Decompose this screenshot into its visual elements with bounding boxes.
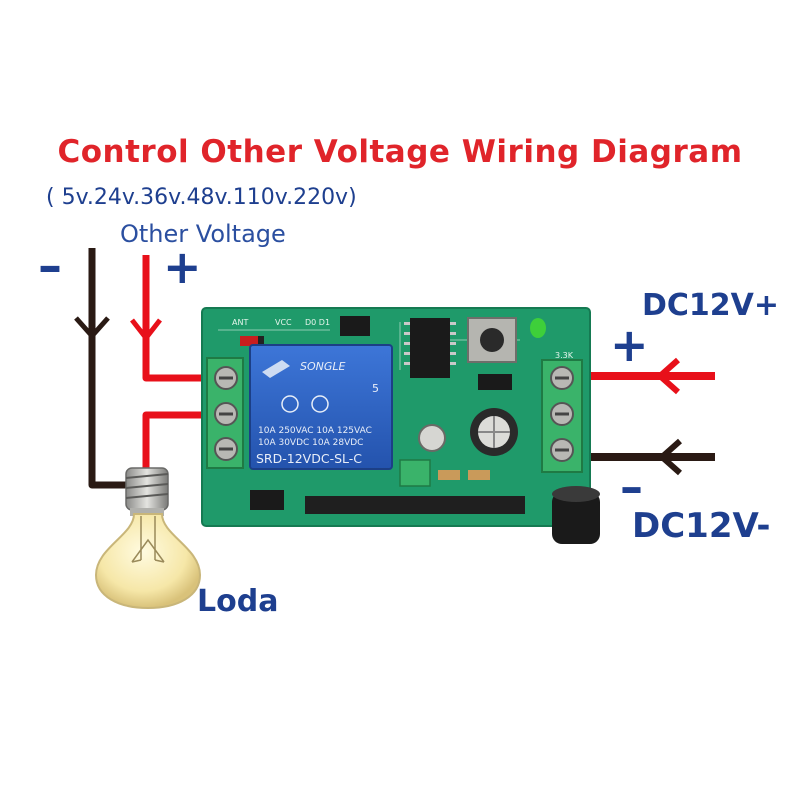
svg-text:VCC: VCC	[275, 318, 292, 327]
load-negative-wire	[88, 248, 128, 489]
inductor	[399, 459, 431, 487]
svg-text:10A 250VAC 10A 125VAC: 10A 250VAC 10A 125VAC	[258, 426, 372, 436]
load-label: Loda	[197, 584, 279, 619]
load-terminal-block	[206, 357, 244, 469]
dc-positive-label: DC12V+	[642, 288, 780, 323]
svg-text:3.3K: 3.3K	[555, 351, 574, 360]
svg-text:10A 30VDC 10A 28VDC: 10A 30VDC 10A 28VDC	[258, 438, 363, 448]
svg-text:D0 D1: D0 D1	[305, 318, 330, 327]
dc-negative-label: DC12V-	[632, 506, 771, 546]
dc-positive-sign: +	[610, 318, 649, 372]
relay-component: SONGLE 5 10A 250VAC 10A 125VAC 10A 30VDC…	[249, 344, 393, 470]
dc-negative-arrow	[659, 438, 682, 476]
relay-module-board: ANT VCC D0 D1 3.3K SONGLE 5 10A 250VAC 1…	[201, 307, 591, 527]
small-ic	[340, 316, 370, 336]
learn-button	[467, 317, 517, 363]
decoder-ic	[410, 318, 450, 378]
load-negative-arrow	[74, 316, 110, 339]
relay-to-load-wire	[142, 411, 212, 470]
load-positive-sign: +	[163, 240, 202, 294]
other-voltage-label: Other Voltage	[120, 220, 286, 248]
power-terminal-block	[541, 359, 583, 473]
dc-positive-arrow	[657, 357, 680, 395]
mode-jumper	[478, 374, 512, 390]
dc-negative-sign: –	[620, 460, 643, 514]
remote-antenna-cap	[552, 486, 600, 544]
svg-text:5: 5	[372, 382, 379, 395]
diagram-title: Control Other Voltage Wiring Diagram	[57, 134, 743, 170]
small-capacitor	[418, 424, 446, 452]
svg-text:SONGLE: SONGLE	[300, 360, 346, 373]
load-positive-wire	[142, 255, 212, 382]
voltage-range-subtitle: ( 5v.24v.36v.48v.110v.220v)	[46, 185, 357, 210]
status-led	[530, 318, 546, 338]
load-positive-arrow	[130, 318, 162, 341]
svg-text:SRD-12VDC-SL-C: SRD-12VDC-SL-C	[256, 451, 362, 466]
load-negative-sign: –	[38, 238, 62, 294]
svg-text:ANT: ANT	[232, 318, 248, 327]
light-bulb-icon	[94, 467, 202, 610]
rf-receiver-strip	[305, 496, 525, 514]
